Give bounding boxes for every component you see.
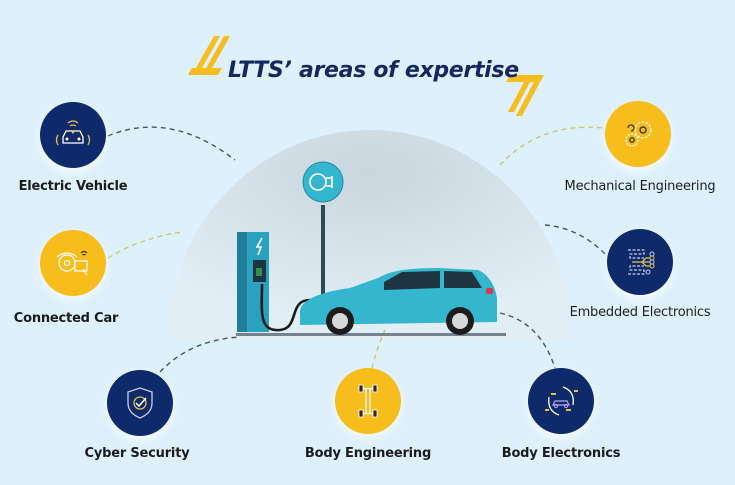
connector-body-electronics bbox=[499, 312, 556, 369]
label-connected-car: Connected Car bbox=[13, 311, 119, 326]
steering-touch-wifi-icon bbox=[56, 250, 88, 276]
shield-check-icon bbox=[127, 387, 153, 419]
gears-icon bbox=[625, 121, 652, 147]
label-cyber-security: Cyber Security bbox=[84, 446, 190, 461]
charging-cable bbox=[260, 283, 329, 332]
connector-electric-vehicle bbox=[107, 126, 236, 161]
connector-connected-car bbox=[107, 231, 183, 259]
page-title: LTTS’ areas of expertise bbox=[228, 58, 519, 83]
title-accent-right bbox=[506, 75, 544, 116]
connected-car-signal-icon bbox=[55, 120, 91, 146]
connector-mechanical-engineering bbox=[499, 126, 604, 166]
node-embedded-electronics bbox=[607, 229, 673, 295]
car-circuit-icon bbox=[545, 386, 578, 416]
lightning-bolt-icon bbox=[255, 237, 263, 256]
connector-cyber-security bbox=[159, 336, 241, 373]
circuit-board-icon bbox=[628, 249, 655, 275]
node-cyber-security bbox=[107, 370, 173, 436]
electric-car bbox=[300, 268, 497, 335]
ev-plug-sign-icon bbox=[302, 161, 344, 203]
label-electric-vehicle: Electric Vehicle bbox=[18, 179, 128, 194]
connector-body-engineering bbox=[371, 329, 386, 369]
label-body-electronics: Body Electronics bbox=[501, 446, 621, 461]
chassis-axle-icon bbox=[358, 384, 378, 418]
node-electric-vehicle bbox=[40, 102, 106, 168]
node-mechanical-engineering bbox=[605, 101, 671, 167]
node-body-electronics bbox=[528, 368, 594, 434]
node-connected-car bbox=[40, 230, 106, 296]
label-body-engineering: Body Engineering bbox=[304, 446, 432, 461]
connector-embedded-electronics bbox=[544, 224, 607, 256]
label-embedded-electronics: Embedded Electronics bbox=[569, 305, 711, 320]
node-body-engineering bbox=[335, 368, 401, 434]
title-accent-left bbox=[188, 36, 230, 75]
label-mechanical-engineering: Mechanical Engineering bbox=[564, 179, 716, 194]
